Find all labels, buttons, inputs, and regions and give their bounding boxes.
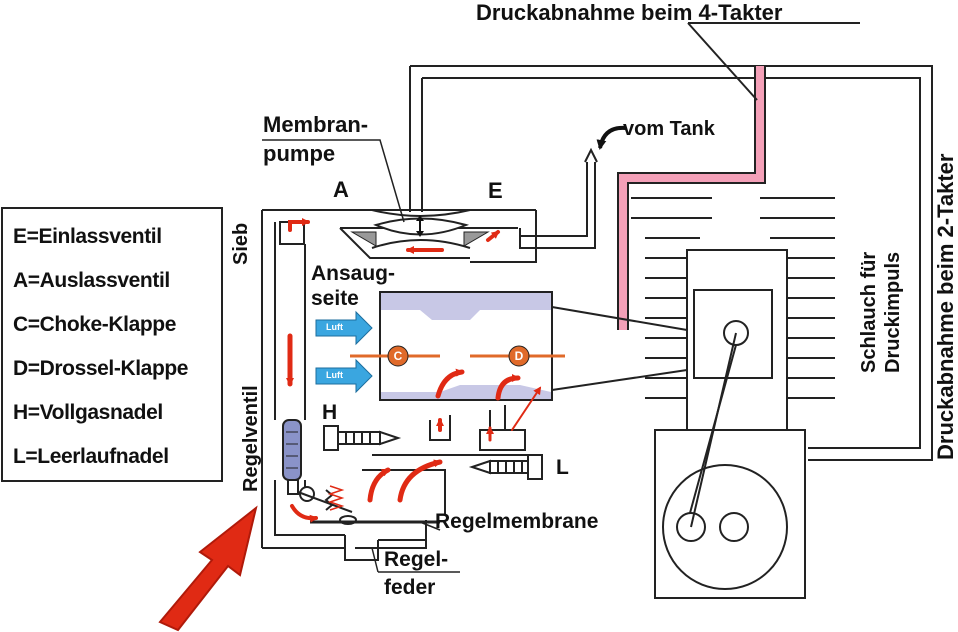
control-spring: [327, 485, 345, 511]
label-membran-1: Membran-: [263, 112, 369, 137]
impulse-arrow: [158, 505, 258, 632]
control-lever: [297, 486, 353, 513]
tank-arrow: [596, 125, 627, 150]
label-a: A: [333, 177, 349, 202]
label-ansaug-2: seite: [311, 287, 359, 310]
label-druck-4takter: Druckabnahme beim 4-Takter: [476, 0, 783, 25]
label-l: L: [556, 456, 569, 479]
control-valve: [282, 419, 302, 495]
label-druck-2takter: Druckabnahme beim 2-Takter: [933, 153, 958, 460]
legend-item-e: E=Einlassventil: [13, 225, 162, 248]
label-regelventil: Regelventil: [240, 385, 262, 492]
l-needle: [468, 454, 543, 480]
label-luft-2: Luft: [326, 370, 343, 380]
throttle-flap: [470, 345, 565, 367]
label-sieb: Sieb: [230, 222, 252, 265]
legend-item-c: C=Choke-Klappe: [13, 313, 177, 336]
intake-venturi: [381, 293, 551, 399]
legend-item-a: A=Auslassventil: [13, 269, 170, 292]
legend-item-d: D=Drossel-Klappe: [13, 357, 189, 380]
pressure-hose-4stroke: [617, 66, 766, 330]
h-needle: [323, 425, 402, 451]
label-luft-1: Luft: [326, 322, 343, 332]
label-regelmembrane: Regelmembrane: [435, 510, 599, 533]
fuel-flow-arrows: [286, 218, 542, 523]
air-arrow-2: [315, 358, 373, 394]
label-regel-1: Regel-: [384, 548, 449, 571]
label-e: E: [488, 178, 503, 203]
tank-line: [519, 147, 598, 249]
label-schlauch-2: Druckimpuls: [882, 251, 904, 373]
label-schlauch-1: Schlauch für: [858, 251, 880, 373]
choke-flap: [350, 345, 440, 367]
label-h: H: [322, 401, 338, 424]
label-c: C: [393, 349, 403, 363]
air-arrow-1: [315, 310, 373, 346]
engine: [631, 197, 835, 599]
label-vom-tank: vom Tank: [623, 118, 715, 140]
intake-manifold: [551, 306, 688, 391]
label-ansaug-1: Ansaug-: [311, 262, 395, 285]
legend-item-h: H=Vollgasnadel: [13, 401, 163, 424]
impulse-hose: [409, 65, 933, 461]
leader-4takter: [687, 22, 758, 101]
label-d: D: [514, 349, 524, 363]
label-regel-2: feder: [384, 576, 436, 599]
leader-membranpumpe: [262, 139, 405, 223]
legend-item-l: L=Leerlaufnadel: [13, 445, 169, 468]
piston: [693, 289, 773, 379]
label-membran-2: pumpe: [263, 141, 336, 166]
pump-membrane: [350, 215, 490, 247]
legend-box: E=Einlassventil A=Auslassventil C=Choke-…: [1, 207, 223, 482]
